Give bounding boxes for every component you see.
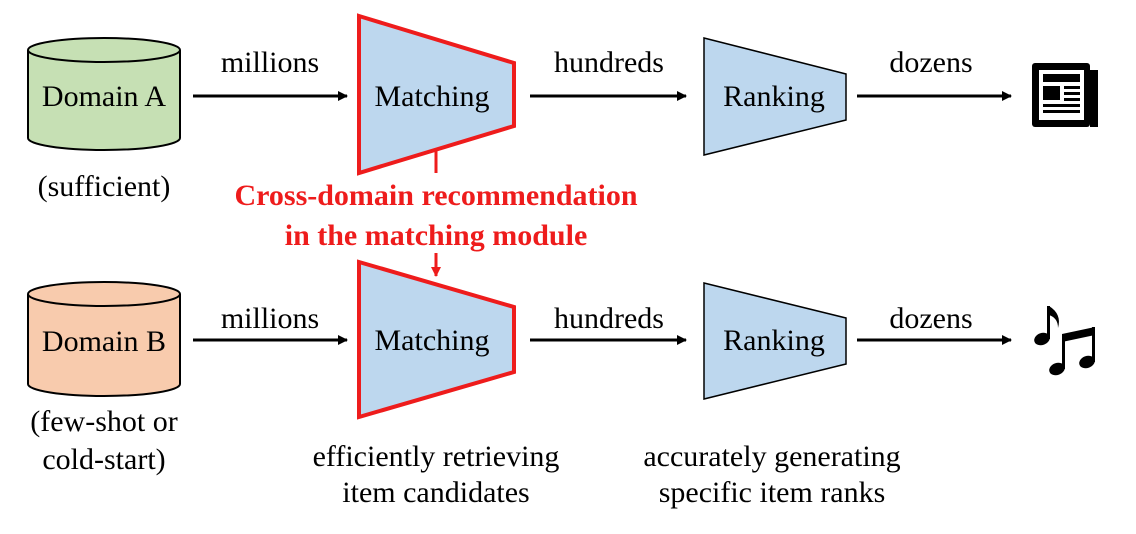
domain-b-note-line1: (few-shot or bbox=[30, 405, 177, 438]
highlight-note-line2: in the matching module bbox=[285, 219, 588, 252]
music-notes-icon bbox=[1034, 306, 1095, 376]
matching-caption-line1: efficiently retrieving bbox=[313, 440, 560, 473]
domain-b-note-line2: cold-start) bbox=[42, 443, 165, 476]
ranking-caption-line2: specific item ranks bbox=[659, 476, 886, 509]
matching-module-b: Matching bbox=[357, 259, 516, 420]
domain-a-cylinder: Domain A bbox=[27, 37, 181, 151]
arrow-b-1-label: millions bbox=[221, 302, 319, 335]
highlight-note-line1: Cross-domain recommendation bbox=[234, 179, 637, 212]
matching-module-a: Matching bbox=[357, 13, 516, 176]
matching-b-label: Matching bbox=[375, 324, 490, 357]
ranking-b-label: Ranking bbox=[723, 324, 825, 357]
matching-a-label: Matching bbox=[375, 80, 490, 113]
domain-a-note: (sufficient) bbox=[38, 170, 171, 203]
ranking-a-label: Ranking bbox=[723, 80, 825, 113]
arrow-b-2-label: hundreds bbox=[554, 302, 664, 335]
domain-b-label: Domain B bbox=[42, 325, 166, 358]
arrow-a-1-label: millions bbox=[221, 46, 319, 79]
ranking-module-b: Ranking bbox=[703, 282, 847, 400]
domain-b-cylinder: Domain B bbox=[27, 281, 181, 397]
domain-a-label: Domain A bbox=[42, 80, 166, 113]
ranking-module-a: Ranking bbox=[703, 37, 847, 156]
arrow-a-3-label: dozens bbox=[889, 46, 972, 79]
arrow-b-3-label: dozens bbox=[889, 302, 972, 335]
ranking-caption-line1: accurately generating bbox=[643, 440, 900, 473]
matching-caption-line2: item candidates bbox=[342, 476, 529, 509]
newspaper-icon bbox=[1032, 63, 1098, 127]
arrow-a-2-label: hundreds bbox=[554, 46, 664, 79]
